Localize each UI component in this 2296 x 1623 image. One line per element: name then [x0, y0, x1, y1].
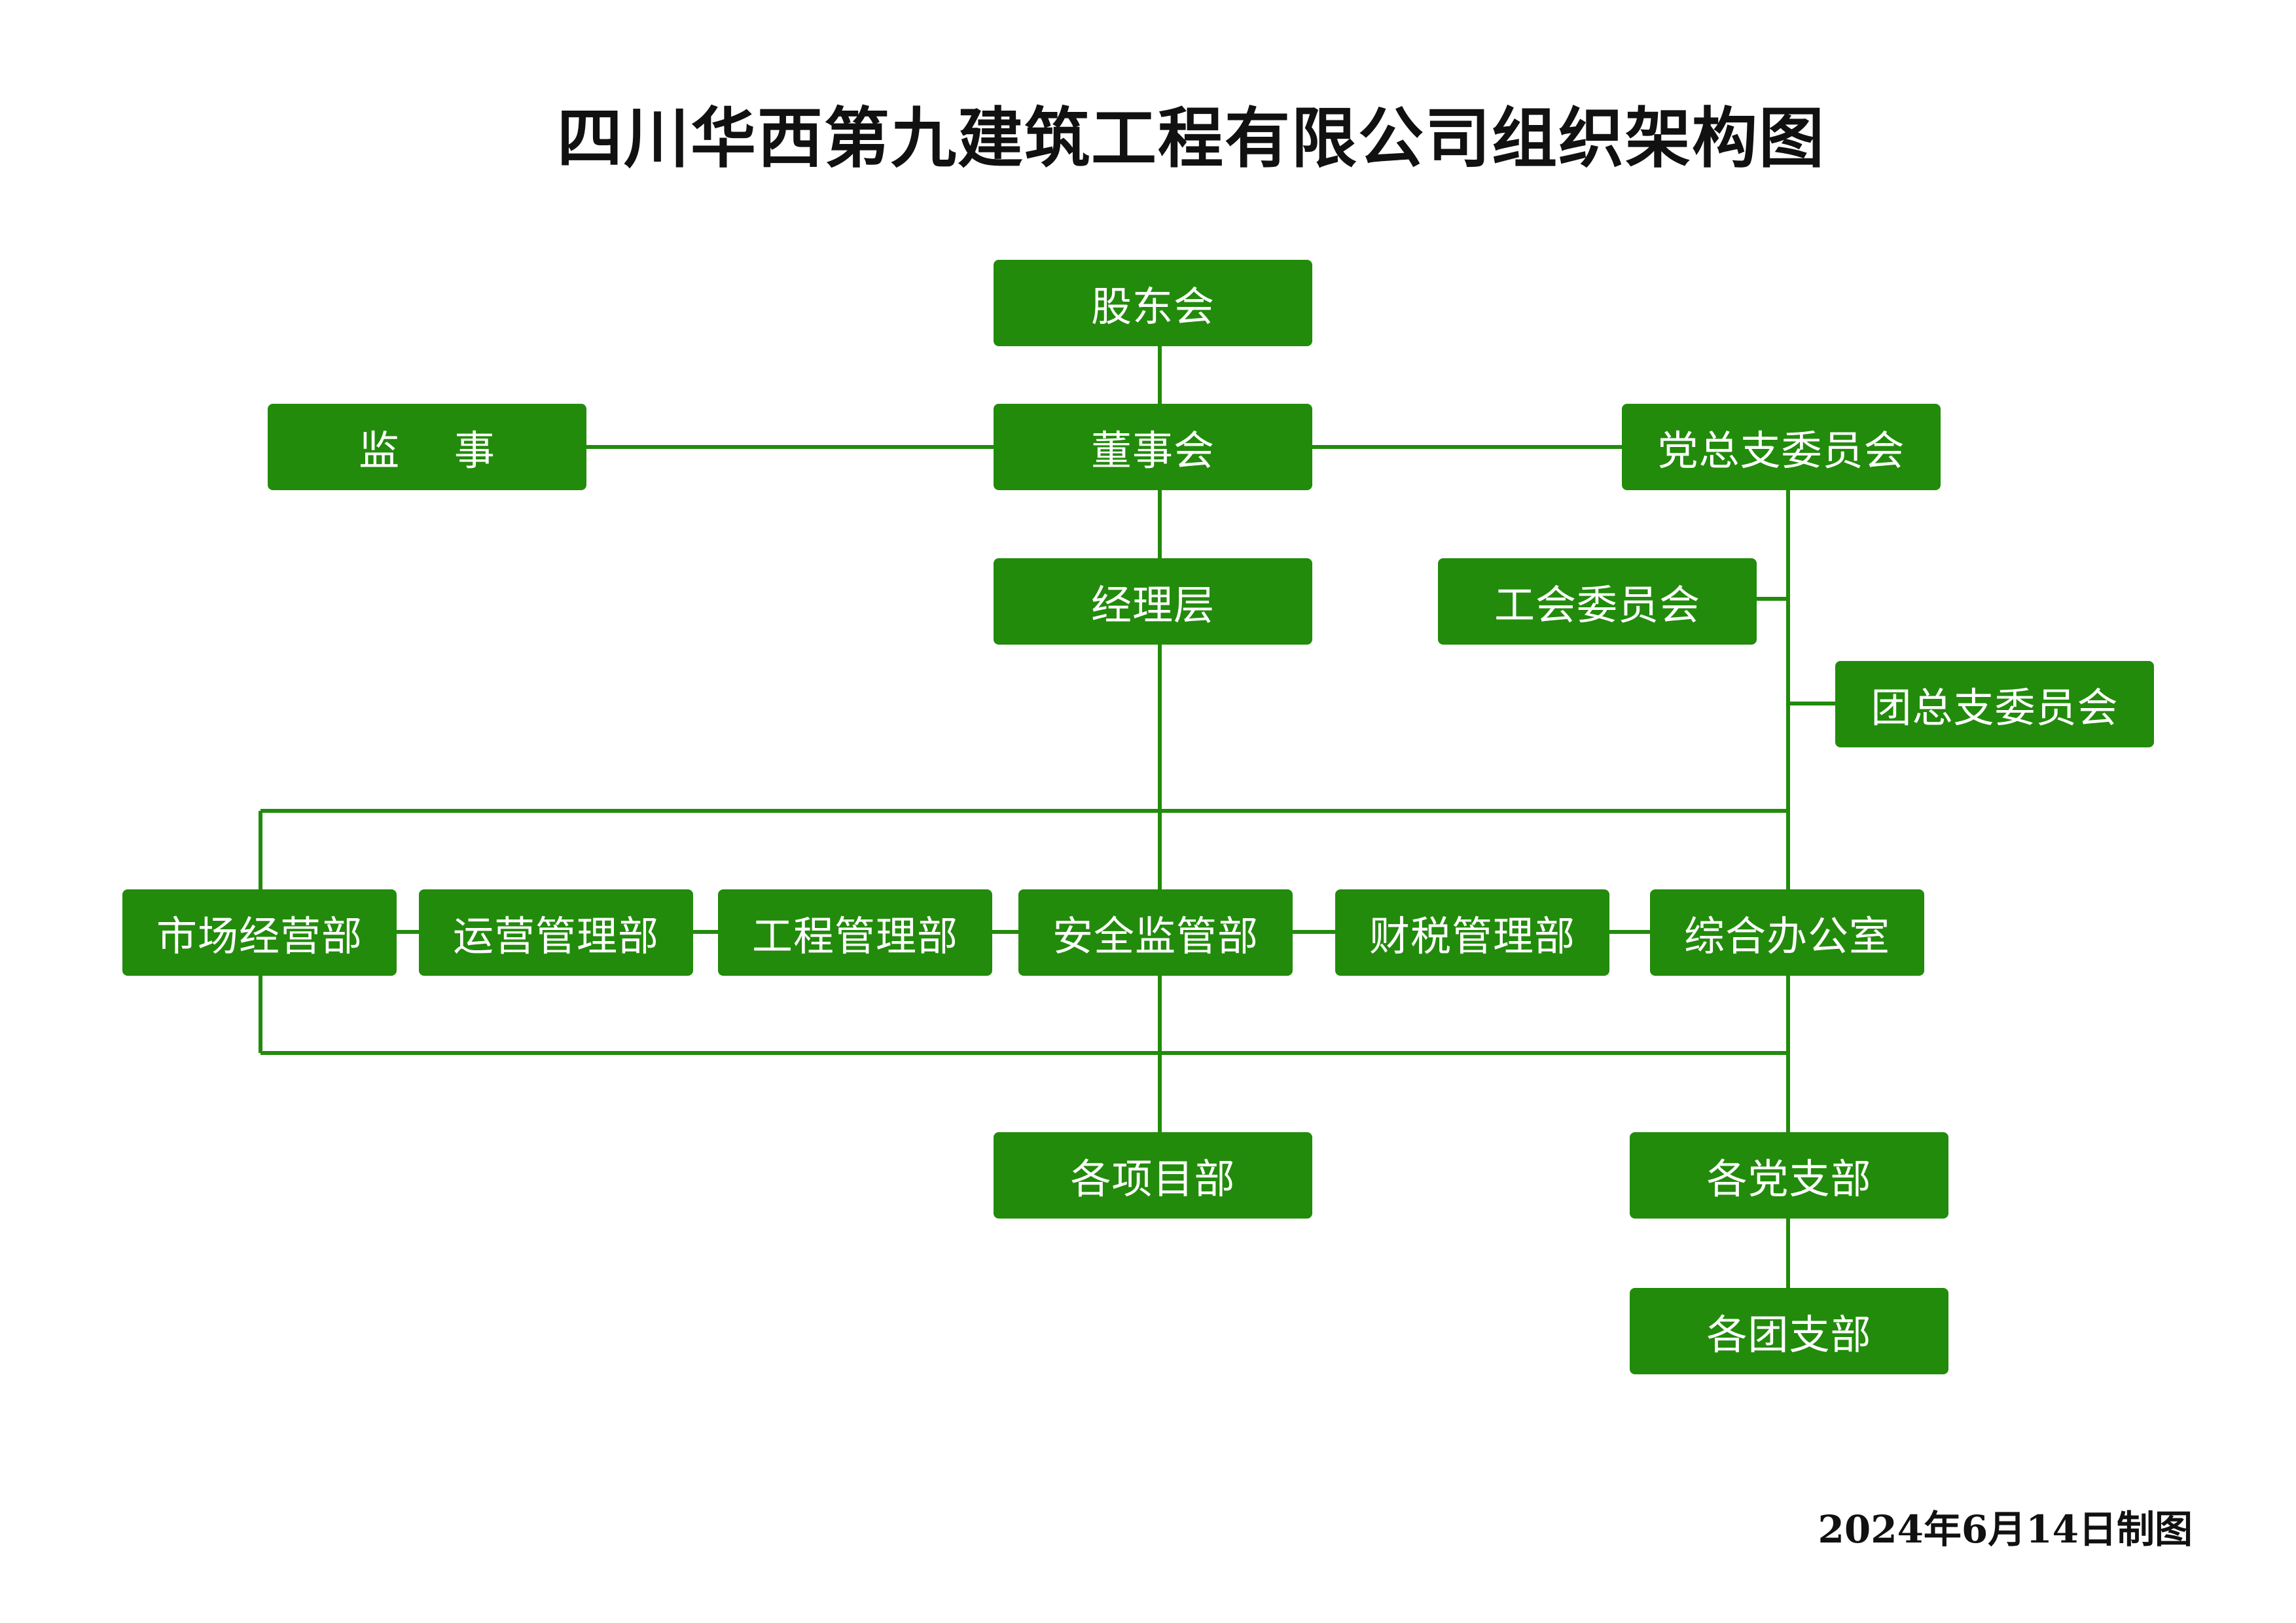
node-league-branches: 各团支部: [1630, 1288, 1948, 1374]
node-market-dept: 市场经营部: [122, 889, 397, 976]
node-board: 董事会: [994, 404, 1312, 490]
node-party-branches: 各党支部: [1630, 1132, 1948, 1219]
node-engineering-dept: 工程管理部: [718, 889, 992, 976]
node-party-committee: 党总支委员会: [1622, 404, 1941, 490]
node-finance-dept: 财税管理部: [1335, 889, 1609, 976]
node-general-office: 综合办公室: [1650, 889, 1924, 976]
node-shareholders: 股东会: [994, 260, 1312, 346]
node-project-depts: 各项目部: [994, 1132, 1312, 1219]
node-operations-dept: 运营管理部: [419, 889, 693, 976]
footer-date: 2024年6月14日制图: [1818, 1507, 2193, 1552]
node-management: 经理层: [994, 558, 1312, 645]
chart-title: 四川华西第九建筑工程有限公司组织架构图: [557, 99, 1825, 177]
node-youth-league: 团总支委员会: [1835, 661, 2154, 747]
node-supervisor: 监 事: [268, 404, 586, 490]
node-union: 工会委员会: [1438, 558, 1757, 645]
node-safety-dept: 安全监管部: [1018, 889, 1293, 976]
